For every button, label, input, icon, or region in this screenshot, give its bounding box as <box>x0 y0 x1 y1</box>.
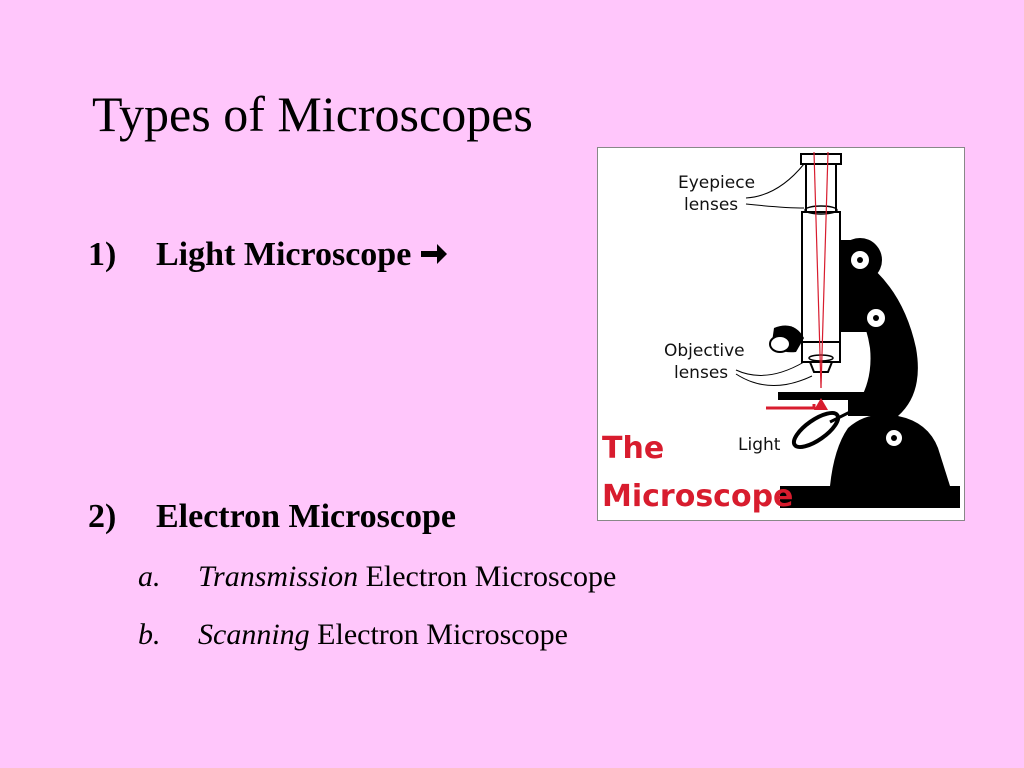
sub-item-text: Electron Microscope <box>358 560 617 593</box>
eyepiece-label-line2: lenses <box>684 195 738 215</box>
body-tube <box>805 163 837 213</box>
item-label: Electron Microscope <box>156 498 456 535</box>
sub-item-letter: b. <box>138 618 161 651</box>
eyepiece-tip <box>800 153 842 165</box>
microscope-figure: Eyepiece lenses Objective lenses Light T… <box>597 147 965 521</box>
microscope-stage <box>778 392 898 400</box>
light-label: Light <box>738 435 781 455</box>
objective-label-line2: lenses <box>674 363 728 383</box>
mirror <box>791 410 841 450</box>
list-item-electron-microscope: 2) Electron Microscope <box>88 498 456 536</box>
sub-item-emphasis: Scanning <box>198 618 310 651</box>
list-item-light-microscope: 1) Light Microscope <box>88 236 449 276</box>
slide-title: Types of Microscopes <box>92 86 533 142</box>
item-number: 2) <box>88 498 117 535</box>
sub-item-letter: a. <box>138 560 161 593</box>
microscope-base <box>780 486 960 508</box>
sub-item-scanning: b. Scanning Electron Microscope <box>138 618 568 652</box>
figure-title-line2: Microscope <box>602 479 793 514</box>
eyepiece-label-line1: Eyepiece <box>678 173 755 193</box>
item-number: 1) <box>88 236 117 273</box>
sub-item-emphasis: Transmission <box>198 560 359 593</box>
objective-label-line1: Objective <box>664 341 745 361</box>
objective-lens <box>808 361 834 373</box>
sub-item-text: Electron Microscope <box>309 618 568 651</box>
sub-item-transmission: a. Transmission Electron Microscope <box>138 560 616 594</box>
light-arrow-icon <box>814 398 828 410</box>
microscope-illustration: Eyepiece lenses Objective lenses Light T… <box>602 151 960 514</box>
figure-title-line1: The <box>602 431 664 466</box>
item-label: Light Microscope <box>156 236 412 273</box>
right-arrow-icon <box>419 238 449 276</box>
